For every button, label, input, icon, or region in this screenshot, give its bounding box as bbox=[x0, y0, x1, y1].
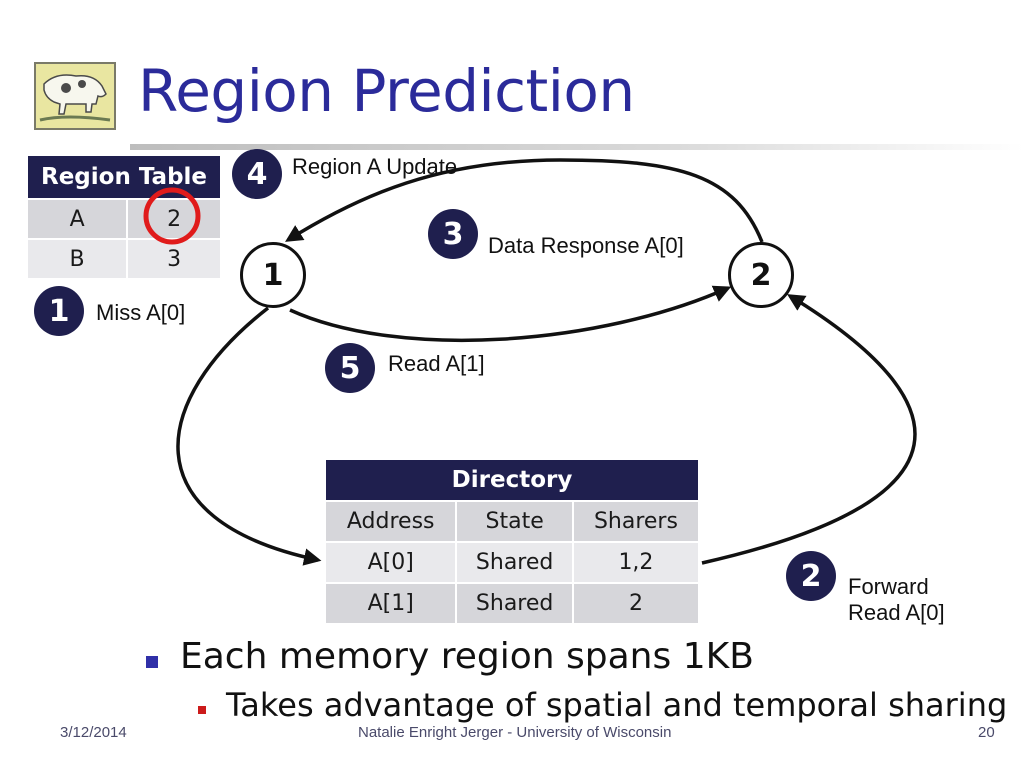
step-5-label: Read A[1] bbox=[388, 351, 485, 376]
step-1-badge: 1 bbox=[34, 286, 84, 336]
address-cell: A[0] bbox=[323, 541, 458, 584]
column-header-sharers: Sharers bbox=[571, 500, 701, 543]
arrow-miss bbox=[176, 306, 322, 566]
bullet-primary: Each memory region spans 1KB bbox=[180, 636, 754, 677]
arrow-region-update bbox=[285, 158, 764, 243]
step-2-badge: 2 bbox=[786, 551, 836, 601]
arrow-read-request bbox=[289, 285, 732, 343]
step-1-label: Miss A[0] bbox=[96, 300, 186, 325]
sharers-cell: 1,2 bbox=[571, 541, 701, 584]
title-divider bbox=[130, 144, 1024, 150]
region-name-cell: B bbox=[25, 238, 129, 280]
cow-icon bbox=[36, 64, 114, 128]
table-row: A[1] Shared 2 bbox=[323, 582, 701, 625]
region-owner-cell: 2 bbox=[126, 198, 222, 240]
node-1: 1 bbox=[240, 242, 306, 308]
bullet-secondary: Takes advantage of spatial and temporal … bbox=[226, 686, 1008, 724]
footer-author: Natalie Enright Jerger - University of W… bbox=[358, 724, 672, 741]
directory-header: Directory bbox=[324, 458, 700, 502]
step-2-label: Forward Read A[0] bbox=[848, 574, 945, 627]
directory-columns-row: Address State Sharers bbox=[323, 500, 701, 543]
step-5-badge: 5 bbox=[325, 343, 375, 393]
region-table-header-row: Region Table bbox=[26, 154, 222, 200]
step-4-label: Region A Update bbox=[292, 154, 458, 179]
bullet-square-red bbox=[198, 706, 206, 714]
region-table: Region Table A 2 B 3 bbox=[25, 154, 222, 280]
region-owner-cell: 3 bbox=[126, 238, 222, 280]
arrow-forward bbox=[701, 294, 917, 565]
region-name-cell: A bbox=[25, 198, 129, 240]
region-table-header: Region Table bbox=[26, 154, 222, 200]
table-row: B 3 bbox=[25, 238, 222, 280]
state-cell: Shared bbox=[455, 541, 574, 584]
footer-page-number: 20 bbox=[978, 724, 995, 741]
bullet-square-blue bbox=[146, 656, 158, 668]
column-header-address: Address bbox=[323, 500, 458, 543]
step-3-label: Data Response A[0] bbox=[488, 233, 684, 258]
step-2-label-line2: Read A[0] bbox=[848, 600, 945, 626]
state-cell: Shared bbox=[455, 582, 574, 625]
footer-date: 3/12/2014 bbox=[60, 724, 127, 741]
table-row: A 2 bbox=[25, 198, 222, 240]
slide-title: Region Prediction bbox=[138, 57, 635, 125]
column-header-state: State bbox=[455, 500, 574, 543]
table-row: A[0] Shared 1,2 bbox=[323, 541, 701, 584]
address-cell: A[1] bbox=[323, 582, 458, 625]
step-2-label-line1: Forward bbox=[848, 574, 929, 599]
directory-header-row: Directory bbox=[324, 458, 700, 502]
highlight-circle bbox=[143, 187, 201, 245]
step-3-badge: 3 bbox=[428, 209, 478, 259]
sharers-cell: 2 bbox=[571, 582, 701, 625]
cow-logo-image bbox=[34, 62, 116, 130]
node-2: 2 bbox=[728, 242, 794, 308]
directory-table: Directory Address State Sharers A[0] Sha… bbox=[323, 458, 701, 625]
step-4-badge: 4 bbox=[232, 149, 282, 199]
